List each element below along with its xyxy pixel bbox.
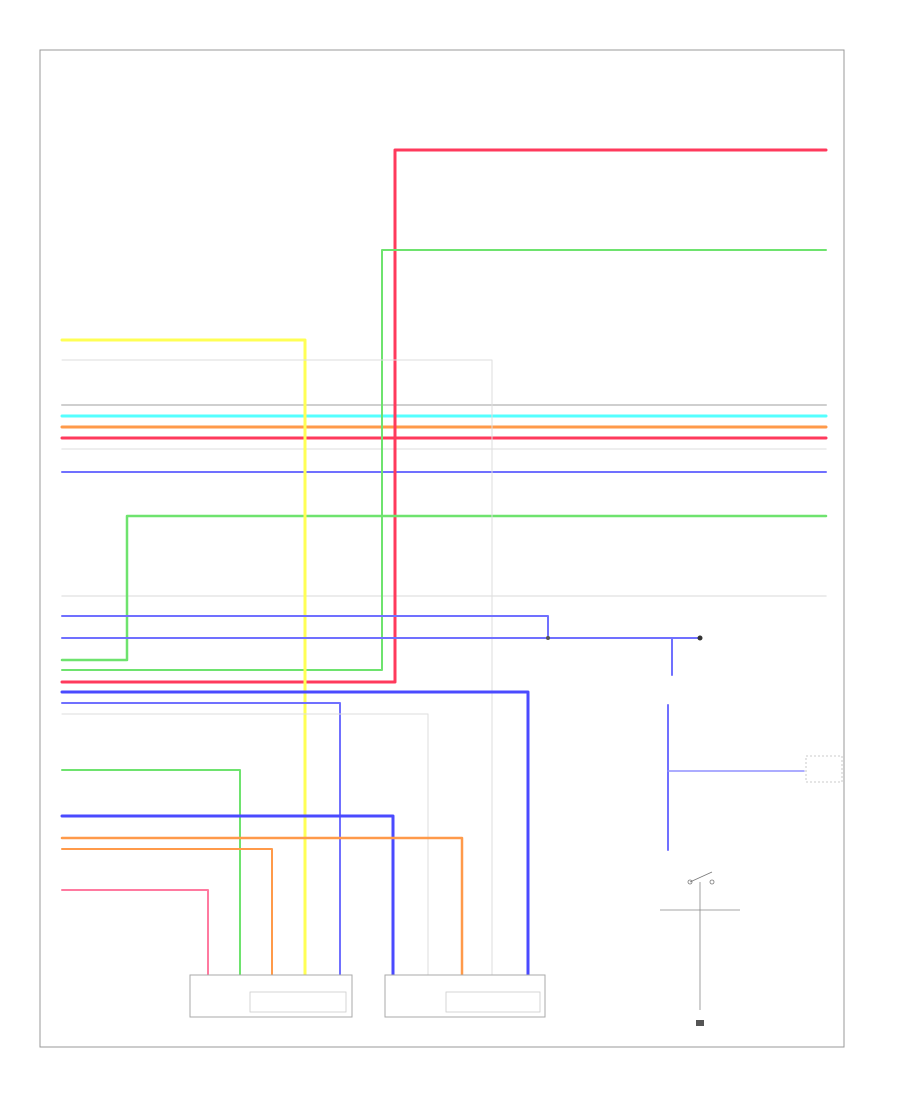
wire-light-gray	[61, 359, 493, 976]
junction-dots	[546, 635, 703, 641]
wire-pink-bottom	[61, 889, 209, 976]
junction-dot	[546, 636, 550, 640]
diagram-frame	[39, 49, 845, 1048]
wire-blue-dark-bottom	[60, 814, 395, 977]
wire-blue-upper	[61, 615, 549, 639]
horizontal-wire-group	[60, 404, 828, 597]
right-components	[660, 755, 843, 1026]
wire-blue-2	[61, 702, 341, 976]
wire-green-main	[61, 249, 827, 671]
junction-dot	[697, 635, 703, 641]
transmission-switch	[660, 871, 740, 1010]
wire-red-main	[60, 148, 828, 684]
wire-white-3	[61, 713, 429, 976]
module-left-inner	[249, 991, 347, 1013]
wire-green-bottom	[61, 769, 241, 976]
connector-box-right	[805, 755, 843, 783]
module-right	[384, 974, 546, 1018]
wire-orange-bottom-2	[61, 848, 273, 976]
wire-green-lower	[60, 514, 828, 662]
wire-orange-bottom-1	[60, 836, 464, 977]
module-right-inner	[445, 991, 541, 1013]
ground-symbol	[696, 1020, 704, 1026]
wire-yellow	[60, 338, 307, 977]
module-left	[189, 974, 353, 1018]
wire-blue-dark-1	[60, 690, 530, 977]
